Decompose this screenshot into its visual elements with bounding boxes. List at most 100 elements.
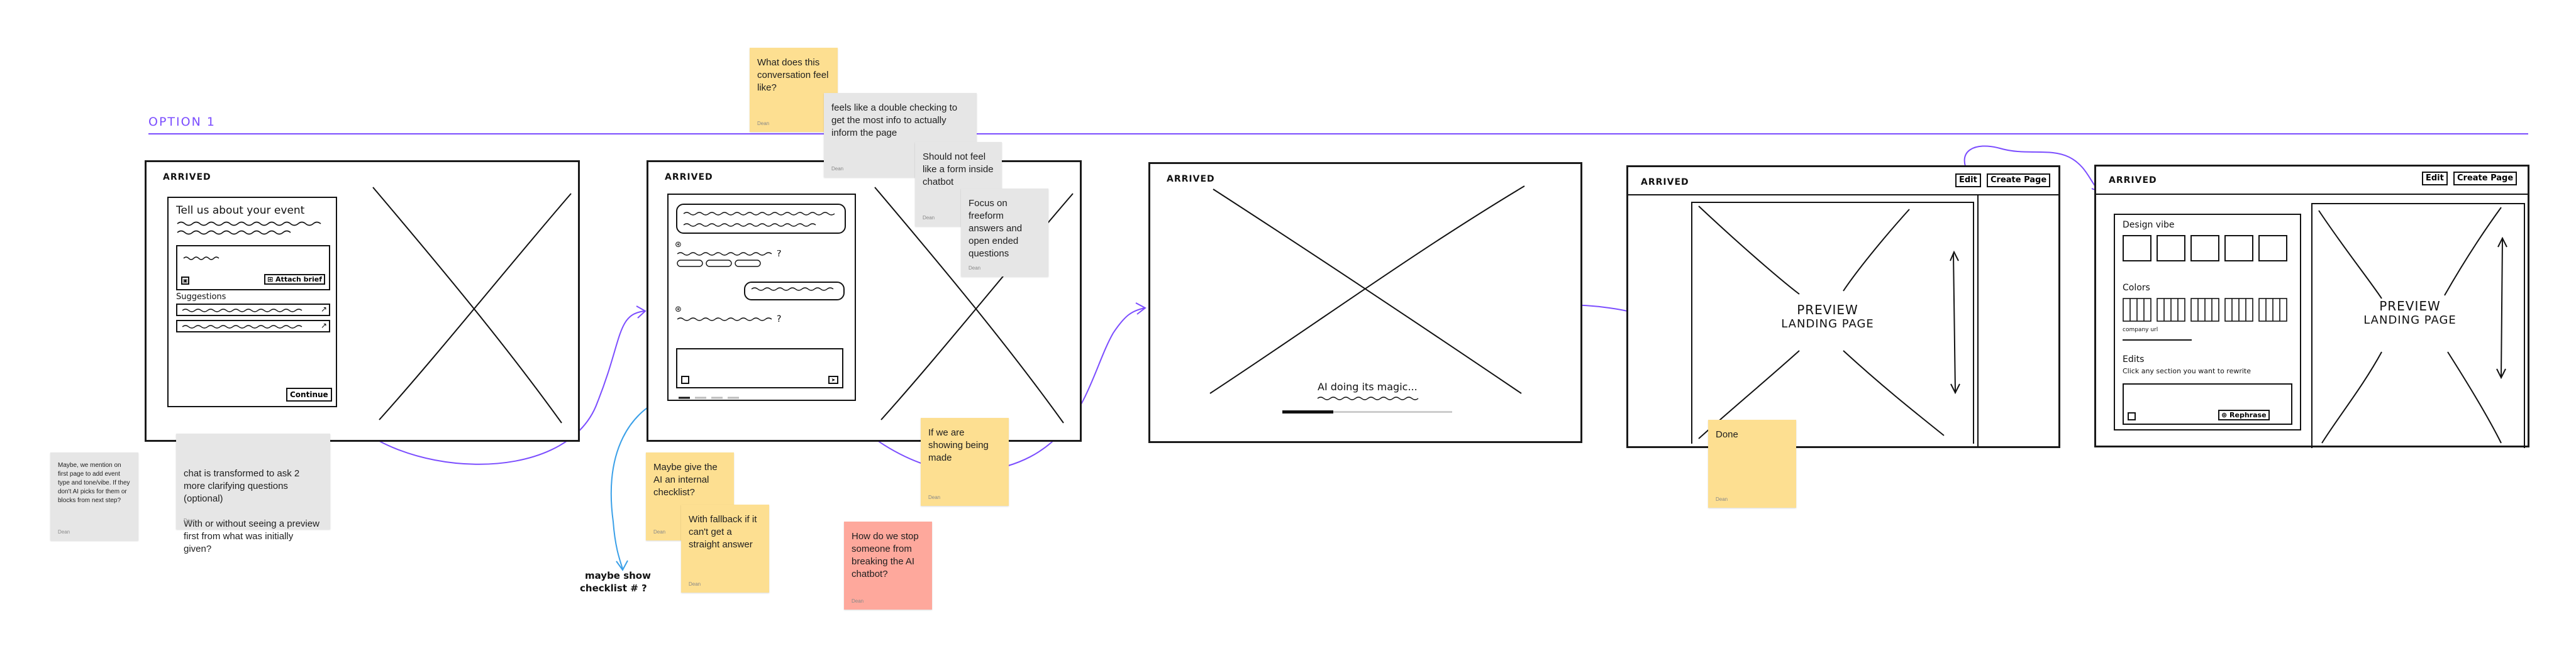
- rephrase-button[interactable]: ⊛ Rephrase: [2218, 410, 2270, 420]
- arrow-up-right-icon: ↗: [320, 321, 327, 330]
- vibe-option[interactable]: [2123, 235, 2151, 261]
- note-text: chat is transformed to ask 2 more clarif…: [184, 468, 319, 554]
- squiggle-text: [751, 287, 834, 291]
- image-placeholder: [1209, 185, 1525, 394]
- attach-brief-label: Attach brief: [275, 275, 322, 283]
- company-url-input[interactable]: [2123, 339, 2192, 341]
- frame-title: ARRIVED: [2109, 175, 2157, 185]
- paperclip-icon: ⊞: [267, 275, 276, 283]
- note-text: With fallback if it can't get a straight…: [689, 514, 757, 550]
- user-bubble: [744, 282, 845, 300]
- image-icon[interactable]: [2128, 412, 2136, 420]
- right-divider: [1977, 195, 1979, 447]
- note-author: Dean: [831, 166, 844, 172]
- preview-label-line1: PREVIEW: [1797, 302, 1858, 317]
- edit-button[interactable]: Edit: [1955, 173, 1981, 187]
- arrow-up-right-icon: ↗: [320, 305, 327, 314]
- squiggle-text: [182, 325, 303, 329]
- squiggle-text: [683, 212, 835, 227]
- annotation-arrow: [610, 394, 674, 569]
- vibe-option[interactable]: [2190, 235, 2219, 261]
- svg-text:?: ?: [777, 250, 781, 259]
- note-text: Should not feel like a form inside chatb…: [923, 151, 994, 187]
- frame-generating: ARRIVED AI doing its magic...: [1148, 162, 1582, 443]
- chat-input[interactable]: ➤: [676, 348, 843, 388]
- event-text-input[interactable]: ▣ ⊞ Attach brief: [176, 245, 330, 290]
- vibe-option[interactable]: [2157, 235, 2185, 261]
- vibe-option[interactable]: [2224, 235, 2253, 261]
- frame-title: ARRIVED: [1641, 177, 1689, 187]
- preview-label-line2: LANDING PAGE: [2363, 314, 2457, 327]
- chat-panel: ⊛ ? ⊛ ? ➤: [667, 194, 856, 401]
- handwritten-annotation-line1: maybe show: [585, 570, 651, 581]
- attach-brief-button[interactable]: ⊞ Attach brief: [264, 274, 325, 285]
- suggestion-item[interactable]: ↗: [176, 304, 330, 316]
- progress-bar-fill: [1282, 410, 1333, 414]
- edit-button[interactable]: Edit: [2422, 172, 2448, 185]
- colors-label: Colors: [2123, 283, 2150, 293]
- note-author: Dean: [928, 495, 941, 500]
- handwritten-annotation-line2: checklist # ?: [580, 583, 647, 594]
- continue-button[interactable]: Continue: [286, 388, 332, 402]
- squiggle-text: [183, 256, 219, 260]
- create-page-button[interactable]: Create Page: [1987, 173, 2051, 187]
- image-icon[interactable]: ▣: [181, 277, 189, 285]
- image-placeholder: [2318, 207, 2507, 444]
- settings-panel: Design vibe Colors company url Edits Cli…: [2114, 214, 2301, 430]
- squiggle-text: ?: [677, 314, 781, 324]
- card-heading: Tell us about your event: [176, 204, 305, 217]
- edits-label: Edits: [2123, 354, 2145, 364]
- note-author: Dean: [1716, 496, 1728, 502]
- connector-arrow: [1963, 145, 2101, 192]
- send-icon[interactable]: ➤: [828, 376, 838, 384]
- connector-arrow: [839, 307, 1145, 473]
- squiggle-text: [182, 309, 303, 312]
- note-text: Focus on freeform answers and open ended…: [969, 198, 1023, 259]
- image-placeholder: [1698, 205, 1960, 439]
- image-icon[interactable]: [681, 376, 689, 384]
- frame-preview: ARRIVED Edit Create Page PREVIEW LANDING…: [1626, 165, 2060, 448]
- vibe-option[interactable]: [2258, 235, 2287, 261]
- note-text: Maybe, we mention on first page to add e…: [58, 462, 130, 504]
- bot-avatar-icon: ⊛: [675, 305, 682, 314]
- svg-text:?: ?: [777, 314, 781, 324]
- chat-bubble: [676, 204, 846, 234]
- arrowhead: [616, 560, 628, 571]
- bot-avatar-icon: ⊛: [675, 240, 682, 249]
- note-author: Dean: [757, 121, 770, 126]
- preview-pane: PREVIEW LANDING PAGE: [2311, 203, 2525, 448]
- sticky-note[interactable]: Done Dean: [1708, 420, 1796, 508]
- design-vibe-label: Design vibe: [2123, 220, 2175, 230]
- edit-input[interactable]: ⊛ Rephrase: [2123, 383, 2292, 425]
- note-text: If we are showing being made: [928, 427, 989, 463]
- note-author: Dean: [923, 215, 935, 221]
- progress-dashes: [679, 397, 739, 399]
- note-author: Dean: [689, 581, 701, 587]
- note-author: Dean: [852, 598, 864, 604]
- note-text: feels like a double checking to get the …: [831, 102, 958, 138]
- note-text: Maybe give the AI an internal checklist?: [653, 462, 718, 498]
- sticky-note[interactable]: With fallback if it can't get a straight…: [681, 505, 769, 593]
- squiggle-text: [177, 221, 321, 235]
- image-placeholder: [372, 187, 572, 424]
- progress-text: AI doing its magic...: [1315, 381, 1420, 393]
- squiggle-text: ?: [677, 250, 781, 267]
- suggestion-item[interactable]: ↗: [176, 320, 330, 332]
- color-swatches[interactable]: [2123, 298, 2299, 323]
- sticky-note[interactable]: chat is transformed to ask 2 more clarif…: [176, 434, 330, 554]
- note-text: How do we stop someone from breaking the…: [852, 531, 919, 579]
- sticky-note[interactable]: If we are showing being made Dean: [921, 418, 1009, 506]
- frame-event-input: ARRIVED Tell us about your event ▣ ⊞ Att…: [145, 160, 580, 442]
- sticky-note[interactable]: Focus on freeform answers and open ended…: [961, 189, 1048, 277]
- preview-label-line2: LANDING PAGE: [1781, 317, 1874, 331]
- squiggle-underline: [1317, 397, 1419, 400]
- sparkle-icon: ⊛: [2221, 411, 2230, 419]
- sticky-note[interactable]: How do we stop someone from breaking the…: [844, 522, 932, 610]
- frame-edit: ARRIVED Edit Create Page Design vibe Col…: [2094, 165, 2529, 448]
- create-page-button[interactable]: Create Page: [2453, 172, 2518, 185]
- suggestions-label: Suggestions: [176, 292, 226, 302]
- sticky-note[interactable]: What does this conversation feel like? D…: [750, 48, 838, 132]
- progress-bar: [1282, 410, 1452, 414]
- sticky-note[interactable]: Maybe, we mention on first page to add e…: [50, 452, 138, 540]
- note-author: Dean: [184, 518, 196, 523]
